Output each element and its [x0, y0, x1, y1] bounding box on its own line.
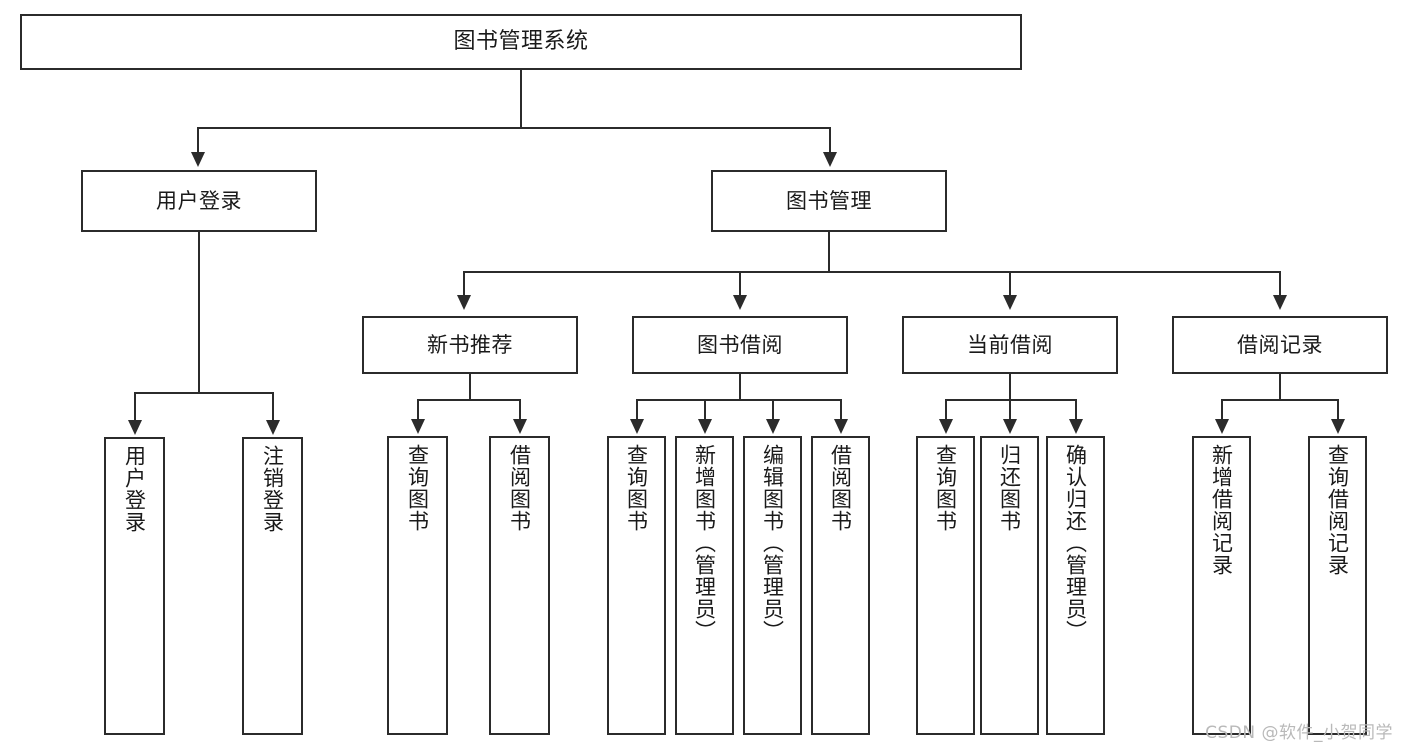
- arrow-current-borrow-leaf-3: [1069, 419, 1083, 434]
- connector-root-stem: [520, 70, 522, 128]
- node-new-book-recommend-label: 新书推荐: [427, 332, 513, 357]
- node-borrow-record[interactable]: 借阅记录: [1172, 316, 1388, 374]
- leaf-book-borrow-query[interactable]: 查询图书: [607, 436, 666, 735]
- leaf-user-login-signout[interactable]: 注销登录: [242, 437, 303, 735]
- connector-book-borrow-leaf-3: [772, 399, 774, 421]
- arrow-borrow-record-leaf-2: [1331, 419, 1345, 434]
- connector-current-borrow-leaf-1: [945, 399, 947, 421]
- arrow-root-to-user-login: [191, 152, 205, 167]
- leaf-current-borrow-confirm[interactable]: 确认归还（管理员）: [1046, 436, 1105, 735]
- connector-to-book-borrow: [739, 271, 741, 297]
- node-current-borrow-label: 当前借阅: [967, 332, 1053, 357]
- connector-new-book-leaf-2: [519, 399, 521, 421]
- leaf-new-book-query[interactable]: 查询图书: [387, 436, 448, 735]
- node-borrow-record-label: 借阅记录: [1237, 332, 1323, 357]
- leaf-user-login-signout-label: 注销登录: [260, 445, 285, 533]
- node-book-borrow[interactable]: 图书借阅: [632, 316, 848, 374]
- connector-borrow-record-leaf-1: [1221, 399, 1223, 421]
- connector-current-borrow-leaf-2: [1009, 399, 1011, 421]
- leaf-new-book-borrow-label: 借阅图书: [507, 444, 532, 532]
- leaf-user-login-signin[interactable]: 用户登录: [104, 437, 165, 735]
- leaf-borrow-record-query[interactable]: 查询借阅记录: [1308, 436, 1367, 735]
- connector-new-book-leaf-1: [417, 399, 419, 421]
- arrow-current-borrow-leaf-2: [1003, 419, 1017, 434]
- arrow-book-borrow-leaf-4: [834, 419, 848, 434]
- node-new-book-recommend[interactable]: 新书推荐: [362, 316, 578, 374]
- connector-root-bus: [197, 127, 831, 129]
- connector-root-to-user-login: [197, 127, 199, 154]
- connector-user-login-leaf-1: [134, 392, 136, 422]
- watermark: CSDN @软件_小贺同学: [1205, 723, 1393, 743]
- connector-borrow-record-bus: [1221, 399, 1338, 401]
- arrow-book-borrow-leaf-2: [698, 419, 712, 434]
- arrow-current-borrow-leaf-1: [939, 419, 953, 434]
- leaf-current-borrow-query-label: 查询图书: [933, 444, 958, 532]
- node-root-label: 图书管理系统: [453, 29, 589, 55]
- arrow-to-book-borrow: [733, 295, 747, 310]
- connector-user-login-leaf-2: [272, 392, 274, 422]
- connector-to-new-book: [463, 271, 465, 297]
- leaf-borrow-record-add[interactable]: 新增借阅记录: [1192, 436, 1251, 735]
- arrow-new-book-leaf-1: [411, 419, 425, 434]
- leaf-borrow-record-add-label: 新增借阅记录: [1209, 444, 1234, 576]
- connector-borrow-record-stem: [1279, 374, 1281, 400]
- connector-book-borrow-leaf-4: [840, 399, 842, 421]
- connector-book-borrow-bus: [636, 399, 842, 401]
- arrow-to-current-borrow: [1003, 295, 1017, 310]
- connector-book-borrow-stem: [739, 374, 741, 400]
- leaf-current-borrow-return-label: 归还图书: [997, 444, 1022, 532]
- leaf-borrow-record-query-label: 查询借阅记录: [1325, 444, 1350, 576]
- leaf-new-book-borrow[interactable]: 借阅图书: [489, 436, 550, 735]
- leaf-book-borrow-edit-label: 编辑图书（管理员）: [760, 444, 785, 642]
- arrow-new-book-leaf-2: [513, 419, 527, 434]
- leaf-book-borrow-add[interactable]: 新增图书（管理员）: [675, 436, 734, 735]
- connector-root-to-book-manage: [829, 127, 831, 154]
- connector-to-borrow-record: [1279, 271, 1281, 297]
- connector-current-borrow-leaf-3: [1075, 399, 1077, 421]
- leaf-book-borrow-borrow[interactable]: 借阅图书: [811, 436, 870, 735]
- node-book-management[interactable]: 图书管理: [711, 170, 947, 232]
- connector-book-borrow-leaf-2: [704, 399, 706, 421]
- arrow-to-new-book: [457, 295, 471, 310]
- node-user-login-label: 用户登录: [156, 188, 242, 213]
- leaf-current-borrow-return[interactable]: 归还图书: [980, 436, 1039, 735]
- leaf-book-borrow-edit[interactable]: 编辑图书（管理员）: [743, 436, 802, 735]
- leaf-user-login-signin-label: 用户登录: [122, 445, 147, 533]
- connector-current-borrow-stem: [1009, 374, 1011, 400]
- node-current-borrow[interactable]: 当前借阅: [902, 316, 1118, 374]
- node-user-login[interactable]: 用户登录: [81, 170, 317, 232]
- arrow-book-borrow-leaf-1: [630, 419, 644, 434]
- connector-user-login-bus: [134, 392, 272, 394]
- arrow-book-borrow-leaf-3: [766, 419, 780, 434]
- leaf-book-borrow-add-label: 新增图书（管理员）: [692, 444, 717, 642]
- arrow-user-login-leaf-2: [266, 420, 280, 435]
- arrow-borrow-record-leaf-1: [1215, 419, 1229, 434]
- connector-to-current-borrow: [1009, 271, 1011, 297]
- node-book-management-label: 图书管理: [786, 188, 872, 213]
- connector-new-book-stem: [469, 374, 471, 400]
- connector-book-borrow-leaf-1: [636, 399, 638, 421]
- connector-level3-bus: [463, 271, 1280, 273]
- connector-new-book-bus: [417, 399, 521, 401]
- arrow-user-login-leaf-1: [128, 420, 142, 435]
- leaf-current-borrow-query[interactable]: 查询图书: [916, 436, 975, 735]
- node-root[interactable]: 图书管理系统: [20, 14, 1022, 70]
- connector-book-management-stem: [828, 232, 830, 272]
- leaf-book-borrow-borrow-label: 借阅图书: [828, 444, 853, 532]
- leaf-book-borrow-query-label: 查询图书: [624, 444, 649, 532]
- node-book-borrow-label: 图书借阅: [697, 332, 783, 357]
- leaf-current-borrow-confirm-label: 确认归还（管理员）: [1063, 444, 1088, 642]
- leaf-new-book-query-label: 查询图书: [405, 444, 430, 532]
- arrow-root-to-book-manage: [823, 152, 837, 167]
- connector-borrow-record-leaf-2: [1337, 399, 1339, 421]
- arrow-to-borrow-record: [1273, 295, 1287, 310]
- connector-user-login-stem: [198, 232, 200, 393]
